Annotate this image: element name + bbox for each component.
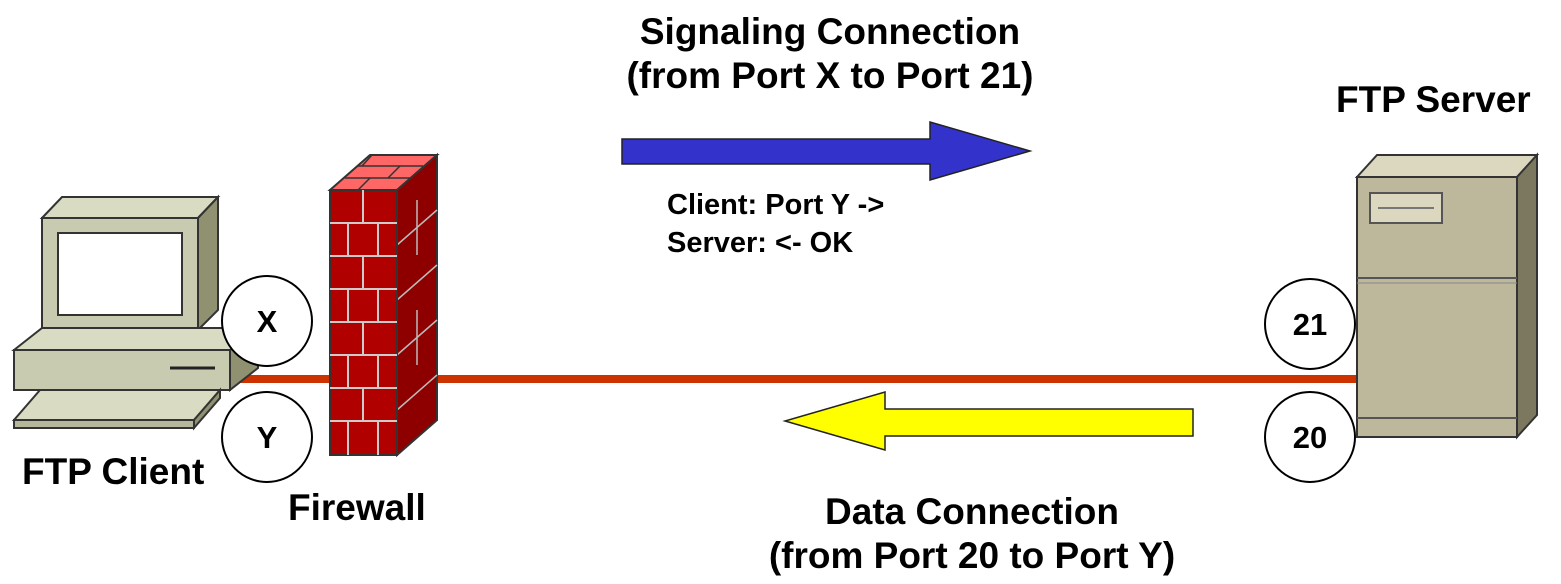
port-x-badge: X — [221, 275, 313, 367]
data-connection-title-line2: (from Port 20 to Port Y) — [768, 535, 1176, 576]
signaling-exchange-line2: Server: <- OK — [667, 227, 854, 259]
tower-server-icon — [1354, 152, 1540, 440]
data-connection-title: Data Connection (from Port 20 to Port Y) — [722, 490, 1222, 578]
data-arrow — [782, 391, 1194, 451]
signaling-title-line1: Signaling Connection — [639, 11, 1021, 52]
server-label: FTP Server — [1336, 79, 1531, 120]
desktop-computer-icon — [11, 194, 261, 431]
signaling-exchange: Client: Port Y -> Server: <- OK — [667, 186, 884, 262]
firewall-label: Firewall — [288, 487, 426, 528]
port-21-badge: 21 — [1264, 278, 1356, 370]
signaling-exchange-line1: Client: Port Y -> — [667, 189, 885, 221]
port-20-label: 20 — [1293, 420, 1327, 455]
port-21-label: 21 — [1293, 307, 1327, 342]
signaling-title: Signaling Connection (from Port X to Por… — [590, 10, 1070, 98]
data-connection-title-line1: Data Connection — [825, 491, 1119, 532]
client-label: FTP Client — [22, 451, 205, 492]
brick-wall-icon — [327, 152, 440, 458]
port-y-badge: Y — [221, 391, 313, 483]
port-20-badge: 20 — [1264, 391, 1356, 483]
port-y-label: Y — [257, 420, 278, 455]
port-x-label: X — [257, 304, 278, 339]
signaling-title-line2: (from Port X to Port 21) — [626, 55, 1034, 96]
signaling-arrow — [621, 121, 1033, 181]
